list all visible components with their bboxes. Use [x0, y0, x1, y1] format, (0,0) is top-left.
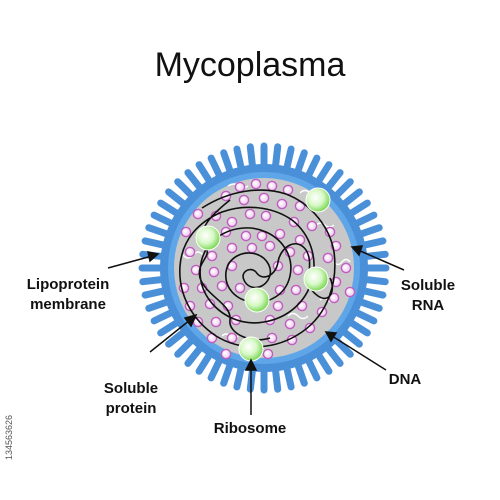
protein-granule: [208, 266, 220, 278]
protein-granule: [344, 286, 356, 298]
protein-granule: [244, 208, 256, 220]
protein-granule: [264, 240, 276, 252]
protein-granule: [290, 284, 302, 296]
protein-granule: [322, 252, 334, 264]
protein-granule: [226, 242, 238, 254]
label-dna: DNA: [389, 371, 422, 388]
protein-granule: [250, 178, 262, 190]
protein-granule: [240, 230, 252, 242]
protein-granule: [234, 181, 246, 193]
protein-granule: [260, 210, 272, 222]
protein-granule: [258, 192, 270, 204]
label-soluble-protein-line1: Soluble: [104, 380, 158, 397]
ribosome: [244, 287, 270, 313]
ribosome: [305, 187, 331, 213]
ribosomes: [195, 187, 331, 362]
arrowhead-soluble-rna: [350, 245, 364, 257]
arrowhead-dna: [324, 331, 338, 343]
protein-granule: [234, 282, 246, 294]
protein-granule: [226, 216, 238, 228]
arrow-dna: [331, 335, 387, 371]
protein-granule: [284, 318, 296, 330]
protein-granule: [246, 242, 258, 254]
label-lipoprotein-membrane-line2: membrane: [30, 296, 106, 313]
mycoplasma-cell: [138, 142, 390, 394]
protein-granule: [266, 180, 278, 192]
arrow-soluble-rna: [357, 249, 405, 271]
label-ribosome: Ribosome: [214, 420, 287, 437]
protein-granule: [184, 246, 196, 258]
label-arrows: [107, 245, 405, 415]
protein-granule: [304, 322, 316, 334]
label-soluble-rna-line1: Soluble: [401, 277, 455, 294]
protein-granule: [192, 208, 204, 220]
protein-granule: [262, 348, 274, 360]
protein-granule: [216, 280, 228, 292]
protein-granule: [220, 348, 232, 360]
protein-granule: [206, 250, 218, 262]
protein-granule: [340, 262, 352, 274]
arrow-soluble-protein: [149, 319, 191, 353]
protein-granule: [238, 194, 250, 206]
ribosome: [303, 266, 329, 292]
protein-granule: [292, 264, 304, 276]
label-lipoprotein-membrane-line1: Lipoprotein: [27, 276, 110, 293]
protein-granule: [272, 300, 284, 312]
arrowhead-soluble-protein: [183, 313, 198, 328]
protein-granule: [180, 226, 192, 238]
ribosome: [238, 336, 264, 362]
protein-granule: [226, 332, 238, 344]
rna-strand: [287, 312, 309, 320]
protein-granule: [256, 230, 268, 242]
rna-strand: [333, 258, 351, 266]
rna-strand: [315, 222, 335, 228]
protein-granule: [210, 316, 222, 328]
arrow-lipoprotein-membrane: [107, 255, 153, 269]
label-soluble-protein-line2: protein: [106, 400, 157, 417]
label-soluble-rna-line2: RNA: [412, 297, 445, 314]
stock-id: 134563626: [4, 415, 14, 460]
protein-granule: [276, 198, 288, 210]
protein-granule: [274, 228, 286, 240]
diagram-title: Mycoplasma: [155, 46, 346, 84]
arrowhead-ribosome: [244, 358, 258, 371]
protein-granule: [204, 298, 216, 310]
protein-granule: [306, 220, 318, 232]
ribosome: [195, 225, 221, 251]
arrowhead-lipoprotein-membrane: [147, 251, 160, 263]
